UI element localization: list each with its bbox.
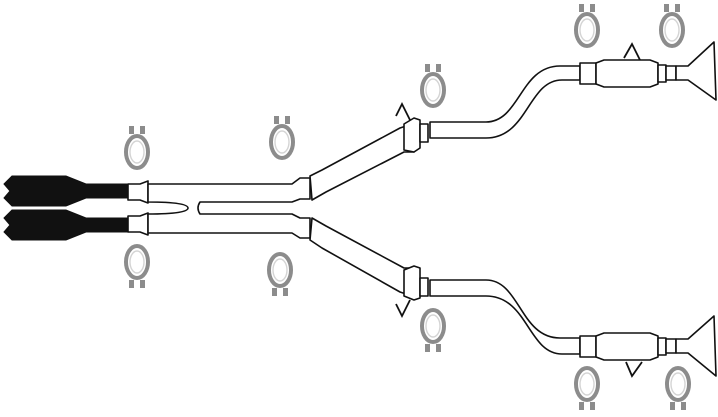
- h-pipe-flare-upper: [127, 180, 149, 204]
- hanger-bracket-icon: [395, 299, 411, 319]
- h-pipe-flare-lower: [127, 212, 149, 236]
- pipe-clamp-icon: [574, 4, 600, 48]
- intermediate-pipe-upper: [429, 65, 581, 139]
- y-pipe-upper: [309, 123, 415, 201]
- y-pipe-lower-flare: [403, 265, 421, 301]
- muffler-lower-assembly: [579, 315, 717, 377]
- pipe-clamp-icon: [659, 4, 685, 48]
- pipe-clamp-icon: [420, 64, 446, 108]
- pipe-clamp-icon: [665, 366, 691, 410]
- manifold-flange-upper: [3, 175, 129, 207]
- hanger-bracket-icon: [623, 42, 641, 61]
- manifold-flange-lower: [3, 209, 129, 241]
- pipe-clamp-icon: [124, 126, 150, 170]
- y-pipe-lower-collar: [419, 277, 429, 297]
- h-pipe-crossover: [147, 177, 311, 239]
- pipe-clamp-icon: [267, 252, 293, 296]
- y-pipe-upper-collar: [419, 123, 429, 143]
- pipe-clamp-icon: [420, 308, 446, 352]
- pipe-clamp-icon: [124, 244, 150, 288]
- hanger-bracket-icon: [625, 361, 643, 378]
- pipe-clamp-icon: [269, 116, 295, 160]
- intermediate-pipe-lower: [429, 279, 581, 355]
- muffler-upper-assembly: [579, 41, 717, 101]
- pipe-clamp-icon: [574, 366, 600, 410]
- hanger-bracket-icon: [395, 101, 411, 121]
- y-pipe-lower: [309, 217, 415, 297]
- y-pipe-upper-flare: [403, 117, 421, 153]
